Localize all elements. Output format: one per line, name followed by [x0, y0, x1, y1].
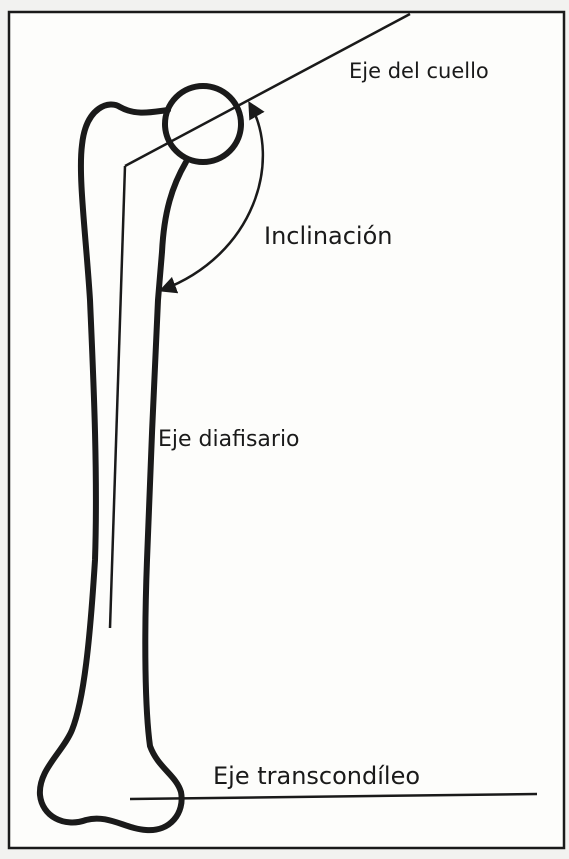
shaft-axis-label: Eje diafisario	[158, 427, 300, 452]
transcondylar-axis-label: Eje transcondíleo	[213, 762, 420, 790]
inclination-label: Inclinación	[264, 222, 393, 250]
neck-axis-label: Eje del cuello	[349, 59, 489, 83]
